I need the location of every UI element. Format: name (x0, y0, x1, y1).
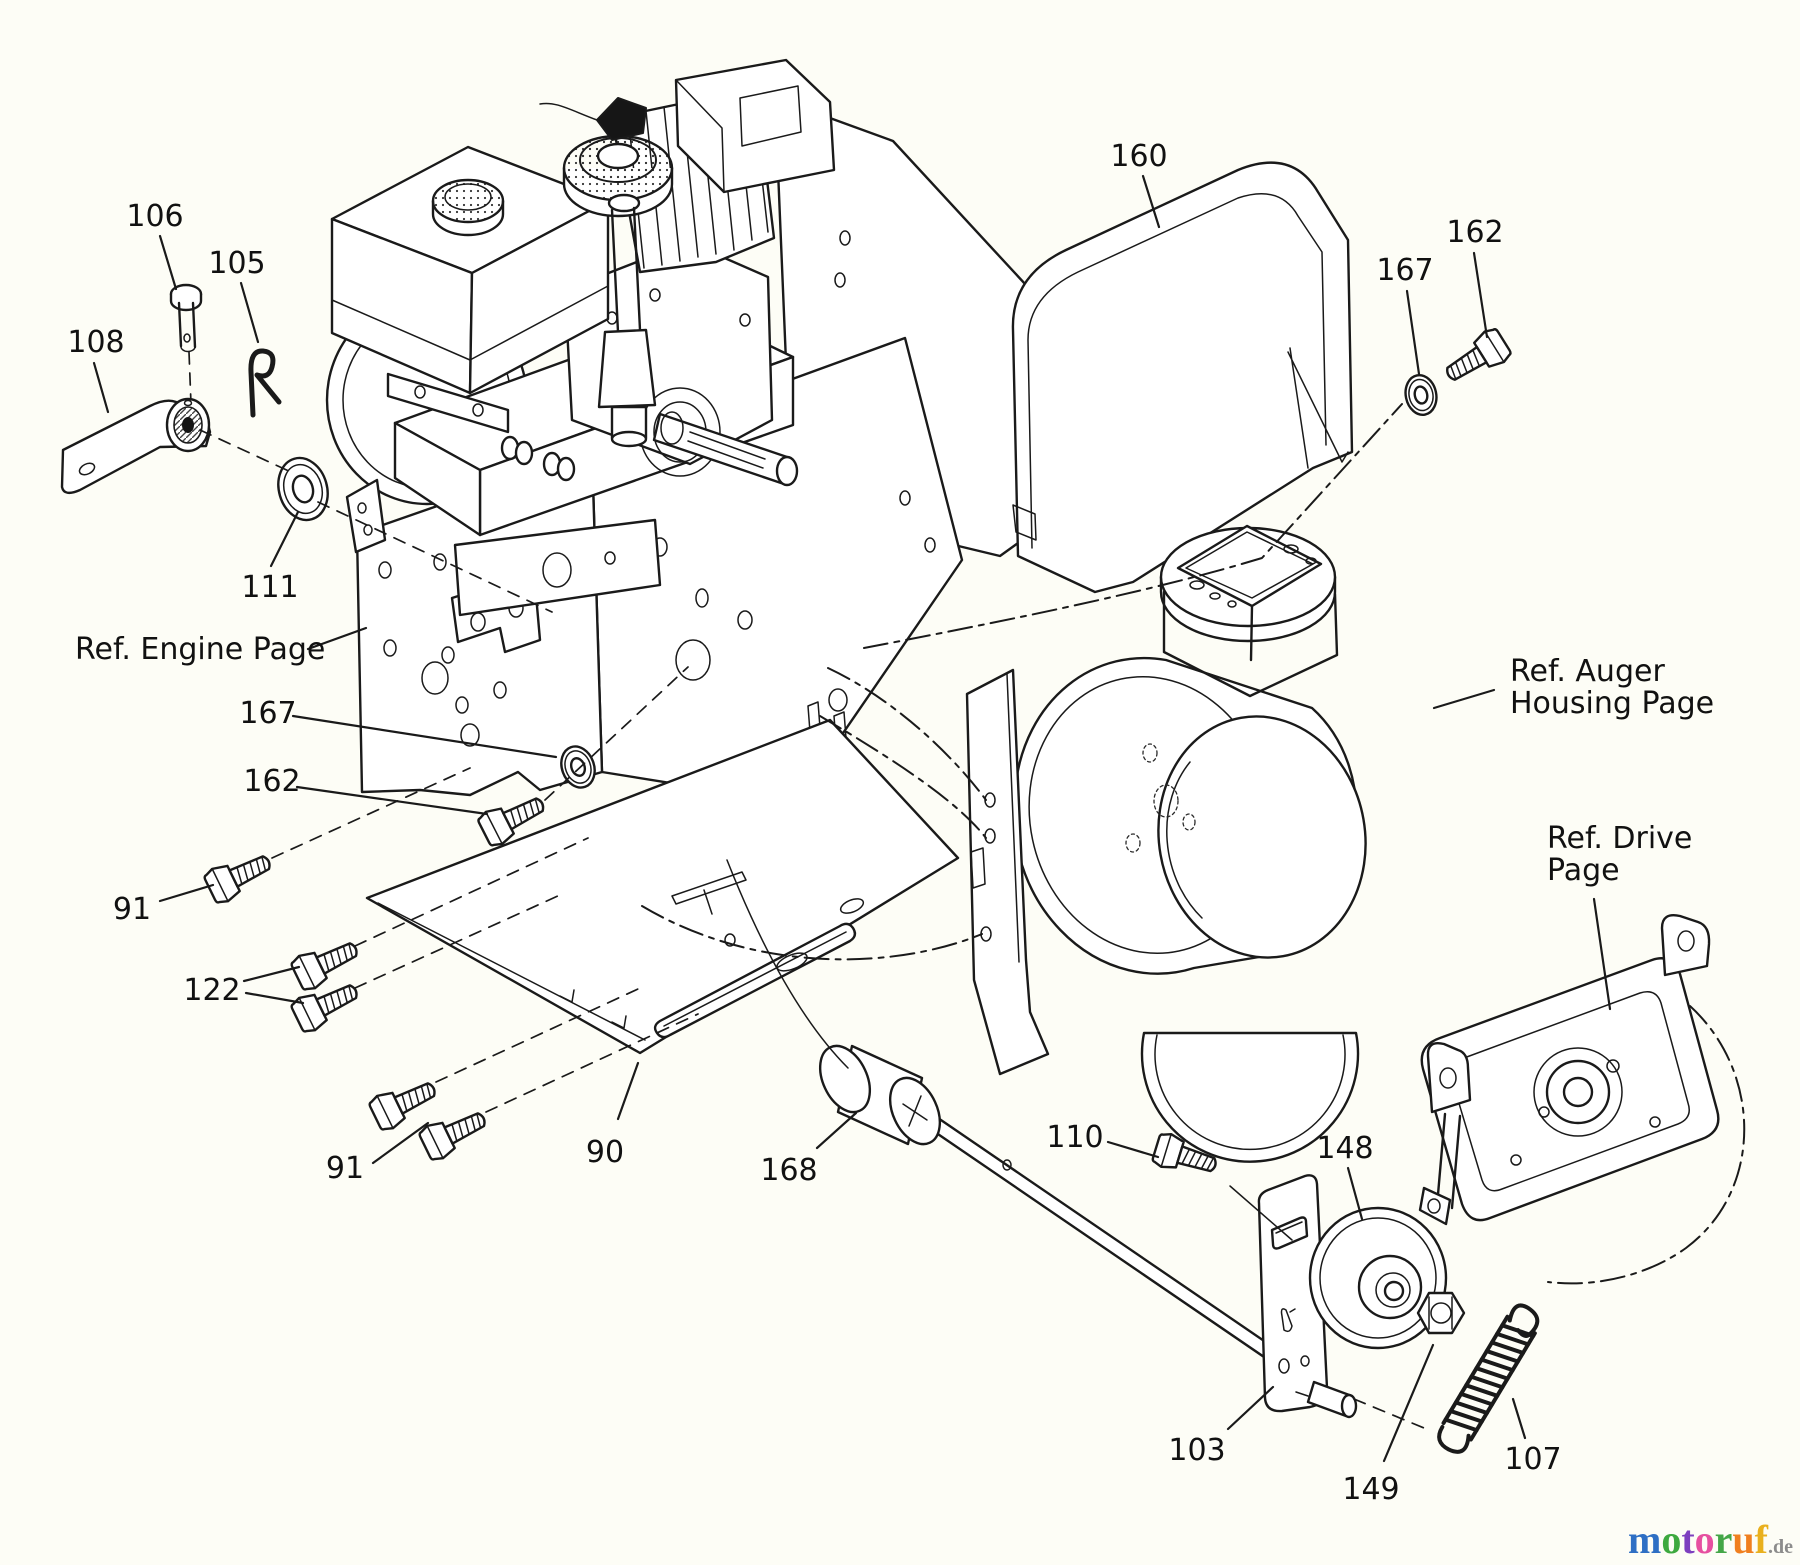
leader-167-right (1405, 289, 1421, 376)
watermark-letter: u (1732, 1517, 1755, 1562)
leader-106 (158, 234, 178, 291)
leader-ref-drive-page (1592, 897, 1612, 1011)
callout-91-bottom: 91 (326, 1151, 364, 1186)
callout-168: 168 (760, 1153, 817, 1188)
base-plate-90 (365, 718, 960, 1055)
callout-90: 90 (586, 1135, 624, 1170)
callout-149: 149 (1342, 1472, 1399, 1507)
leader-122 (242, 965, 301, 983)
callout-122: 122 (183, 973, 240, 1008)
leader-162-right (1472, 251, 1489, 339)
leader-91-top (158, 883, 215, 903)
chute-collar (1159, 524, 1339, 698)
watermark-letter: o (1661, 1517, 1682, 1562)
callout-91-top: 91 (113, 892, 151, 927)
engine-drawing (325, 58, 836, 537)
leader-110 (1106, 1140, 1160, 1159)
callout-167-right: 167 (1376, 253, 1433, 288)
callout-106: 106 (126, 199, 183, 234)
auger-housing (965, 524, 1367, 1163)
bracket-108 (60, 397, 212, 495)
leader-ref-engine-page (306, 626, 368, 651)
washer-167-right (1400, 371, 1442, 419)
clevis-pin-106 (169, 283, 203, 405)
leader-103 (1226, 1385, 1275, 1431)
callout-167-left: 167 (239, 696, 296, 731)
leader-149 (1382, 1343, 1435, 1463)
washer-111 (269, 450, 337, 528)
leader-111 (269, 510, 300, 568)
idler-arm-103 (1257, 1174, 1358, 1419)
watermark-letter: r (1714, 1517, 1733, 1562)
callout-105: 105 (208, 246, 265, 281)
callout-103: 103 (1168, 1433, 1225, 1468)
spark-plug-boot (596, 97, 647, 141)
callout-107: 107 (1504, 1442, 1561, 1477)
dipstick-tube (597, 328, 657, 409)
nut-149 (1416, 1291, 1466, 1335)
roller-168 (818, 1044, 942, 1146)
watermark-letter: t (1681, 1517, 1695, 1562)
callout-148: 148 (1316, 1131, 1373, 1166)
leader-108 (92, 361, 110, 414)
bolt-162-right (1437, 324, 1515, 392)
leader-90 (616, 1061, 640, 1121)
motoruf-watermark: motoruf.de (1628, 1516, 1793, 1563)
callout-110: 110 (1046, 1120, 1103, 1155)
callout-ref-engine-page: Ref. Engine Page (75, 632, 325, 667)
callout-162-right: 162 (1446, 215, 1503, 250)
spring-107 (1437, 1303, 1540, 1454)
callout-160: 160 (1110, 139, 1167, 174)
hairpin-clip-105 (248, 348, 282, 418)
bolt-91-a (201, 844, 278, 908)
leader-162-left (295, 785, 489, 816)
leader-122-1 (244, 991, 305, 1005)
bolt-91-c (416, 1101, 493, 1165)
callout-108: 108 (67, 325, 124, 360)
watermark-letter: o (1694, 1517, 1715, 1562)
watermark-suffix: .de (1768, 1536, 1793, 1558)
leader-168 (815, 1111, 858, 1150)
callout-111: 111 (241, 570, 298, 605)
bolt-91-b (366, 1071, 443, 1135)
leader-167-left (291, 714, 558, 759)
air-cleaner (674, 58, 836, 194)
leader-91-bottom (371, 1121, 430, 1165)
impeller-pulley-arc (1140, 1031, 1360, 1163)
leader-107 (1511, 1397, 1527, 1440)
assembly-axis-lines (199, 403, 1746, 1429)
bolt-122-a (288, 931, 365, 995)
watermark-letter: f (1754, 1517, 1768, 1562)
watermark-letter: m (1628, 1517, 1662, 1562)
pulley-148 (1308, 1206, 1448, 1350)
leader-ref-auger-housing-page (1432, 688, 1496, 710)
belt-cover-160 (1011, 161, 1354, 594)
leader-160 (1141, 174, 1161, 229)
drive-plate (1418, 914, 1720, 1226)
callout-162-left: 162 (243, 764, 300, 799)
leader-148 (1346, 1166, 1364, 1221)
frame-brackets (345, 478, 662, 654)
leader-105 (239, 281, 260, 344)
